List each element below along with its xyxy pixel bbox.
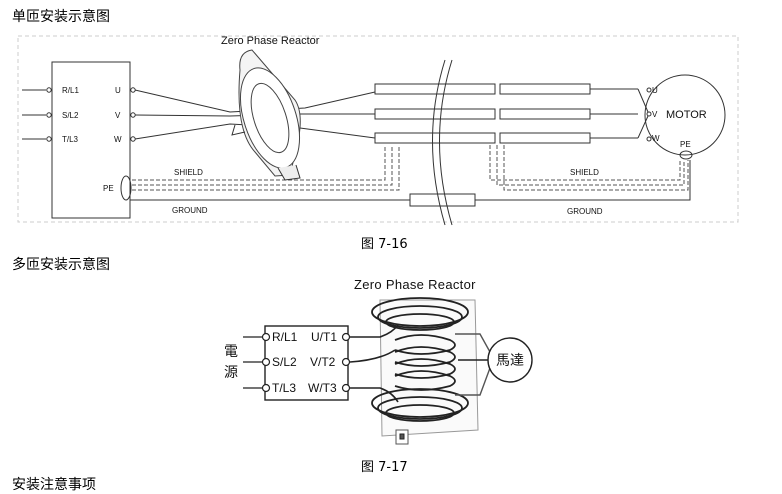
reactor-title-2: Zero Phase Reactor xyxy=(354,277,476,292)
input-t-label: T/L3 xyxy=(62,135,79,144)
cable-u xyxy=(374,83,496,95)
output-u-label: U xyxy=(115,86,121,95)
output-v-label: V xyxy=(115,111,121,120)
reactor-title-1: Zero Phase Reactor xyxy=(221,35,320,47)
drive-box xyxy=(51,61,131,219)
motor-w-label: W xyxy=(652,134,660,143)
cable-v xyxy=(374,108,496,120)
diagram-single-turn xyxy=(17,35,739,226)
ground-left-label: GROUND xyxy=(172,206,208,215)
output-u-label-2: U/T1 xyxy=(311,330,337,344)
figure-caption-7-17: 图 7-17 xyxy=(361,460,408,475)
motor-label-2: 馬達 xyxy=(496,353,524,369)
figure-caption-7-16: 图 7-16 xyxy=(361,237,408,252)
power-label-top: 電 xyxy=(224,344,238,360)
input-r-label-2: R/L1 xyxy=(272,330,298,344)
motor-u-label: U xyxy=(652,86,658,95)
section-heading-multi-turn: 多匝安装示意图 xyxy=(12,257,110,273)
power-label-bottom: 源 xyxy=(224,365,238,381)
input-s-label: S/L2 xyxy=(62,111,79,120)
section-heading-single-turn: 单匝安装示意图 xyxy=(12,9,110,25)
motor-circle-2 xyxy=(487,337,533,383)
output-v-label-2: V/T2 xyxy=(310,355,336,369)
input-t-label-2: T/L3 xyxy=(272,381,296,395)
input-s-label-2: S/L2 xyxy=(272,355,297,369)
motor-circle xyxy=(644,74,726,156)
shield-right-label: SHIELD xyxy=(570,168,599,177)
diagram-frame xyxy=(17,35,739,223)
input-r-label: R/L1 xyxy=(62,86,79,95)
pe-label: PE xyxy=(103,184,114,193)
diagram-multi-turn xyxy=(243,297,533,445)
output-w-label: W xyxy=(114,135,122,144)
wiring-diagrams: Zero Phase Reactor R/L1 S/L2 T/L3 U V W … xyxy=(17,35,739,445)
cable-w xyxy=(374,132,496,144)
shield-left-label: SHIELD xyxy=(174,168,203,177)
motor-pe-label: PE xyxy=(680,140,691,149)
motor-label: MOTOR xyxy=(666,109,707,121)
motor-v-label: V xyxy=(652,110,658,119)
output-w-label-2: W/T3 xyxy=(308,381,337,395)
zero-phase-reactor-1 xyxy=(231,49,301,181)
ground-right-label: GROUND xyxy=(567,207,603,216)
